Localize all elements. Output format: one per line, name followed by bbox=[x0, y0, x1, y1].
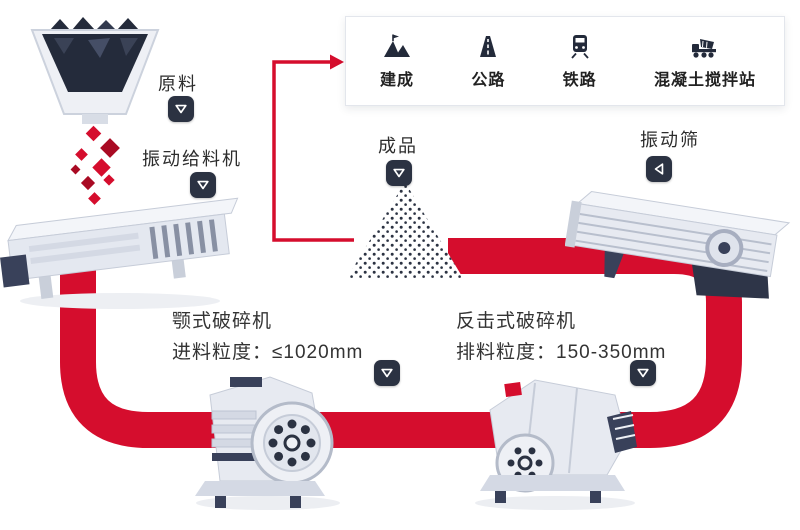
raw-material-badge-icon bbox=[168, 96, 194, 122]
mixer-truck-icon bbox=[690, 33, 720, 59]
impact-crusher-title: 反击式破碎机 bbox=[456, 311, 577, 332]
jaw-crusher-badge-icon bbox=[374, 360, 400, 386]
product-to-applications-arrow bbox=[272, 54, 354, 242]
app-label: 混凝土搅拌站 bbox=[653, 71, 756, 89]
app-item-construction: 建成 bbox=[380, 33, 414, 90]
vibrating-screen-badge-icon bbox=[646, 156, 672, 182]
app-item-highway: 公路 bbox=[471, 33, 505, 90]
arrowhead-icon bbox=[330, 54, 344, 70]
app-label: 铁路 bbox=[562, 71, 597, 89]
impact-crusher-text: 反击式破碎机 排料粒度：150-350mm bbox=[456, 306, 666, 368]
hopper-illustration bbox=[30, 17, 160, 124]
app-label: 公路 bbox=[471, 71, 506, 89]
impact-crusher-spec: 排料粒度：150-350mm bbox=[456, 342, 667, 363]
vibrating-screen-label: 振动筛 bbox=[640, 130, 700, 150]
vibrating-screen-illustration bbox=[565, 191, 791, 299]
finished-product-badge-icon bbox=[386, 160, 412, 186]
app-item-railway: 铁路 bbox=[563, 33, 597, 90]
app-label: 建成 bbox=[380, 71, 415, 89]
highway-icon bbox=[473, 33, 503, 59]
impact-crusher-badge-icon bbox=[630, 360, 656, 386]
app-item-concrete-plant: 混凝土搅拌站 bbox=[654, 33, 756, 90]
mountain-flag-icon bbox=[382, 33, 412, 59]
finished-product-label: 成品 bbox=[378, 136, 418, 156]
vibrating-feeder-label: 振动给料机 bbox=[142, 149, 242, 169]
applications-box: 建成 公路 bbox=[345, 16, 785, 106]
raw-material-label: 原料 bbox=[158, 74, 198, 94]
jaw-crusher-spec: 进料粒度：≤1020mm bbox=[172, 342, 364, 363]
vibrating-feeder-illustration bbox=[0, 197, 239, 309]
jaw-crusher-text: 颚式破碎机 进料粒度：≤1020mm bbox=[172, 306, 363, 368]
jaw-crusher-illustration bbox=[195, 376, 340, 510]
jaw-crusher-title: 颚式破碎机 bbox=[172, 311, 273, 332]
finished-product-pile bbox=[347, 182, 463, 278]
impact-crusher-illustration bbox=[475, 379, 637, 510]
vibrating-feeder-badge-icon bbox=[190, 172, 216, 198]
railway-icon bbox=[565, 33, 595, 59]
